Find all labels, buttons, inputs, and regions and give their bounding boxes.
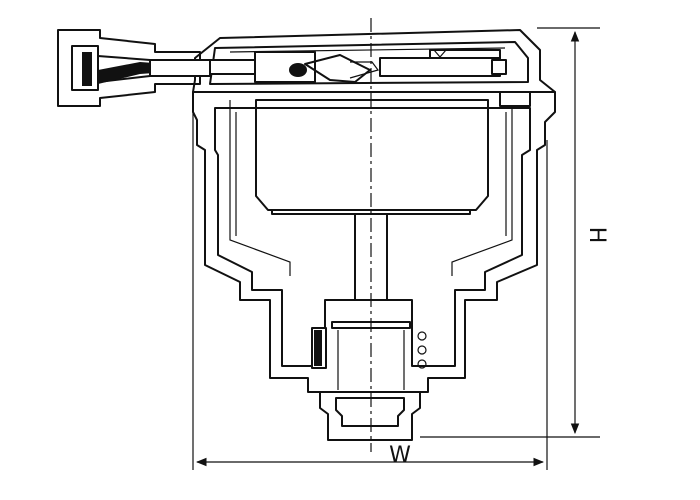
inlet-fitting: [57, 29, 211, 107]
height-label: H: [584, 227, 609, 244]
height-dimension: H: [420, 27, 609, 438]
guide-tube: [229, 91, 531, 276]
valve-seat: [311, 321, 427, 390]
pivot-ball: [289, 63, 307, 77]
valve-housing: [192, 91, 556, 393]
lever-mechanism: [209, 51, 507, 83]
width-dimension: W: [192, 92, 548, 470]
width-label: W: [389, 443, 411, 468]
outlet-nipple: [319, 391, 421, 441]
